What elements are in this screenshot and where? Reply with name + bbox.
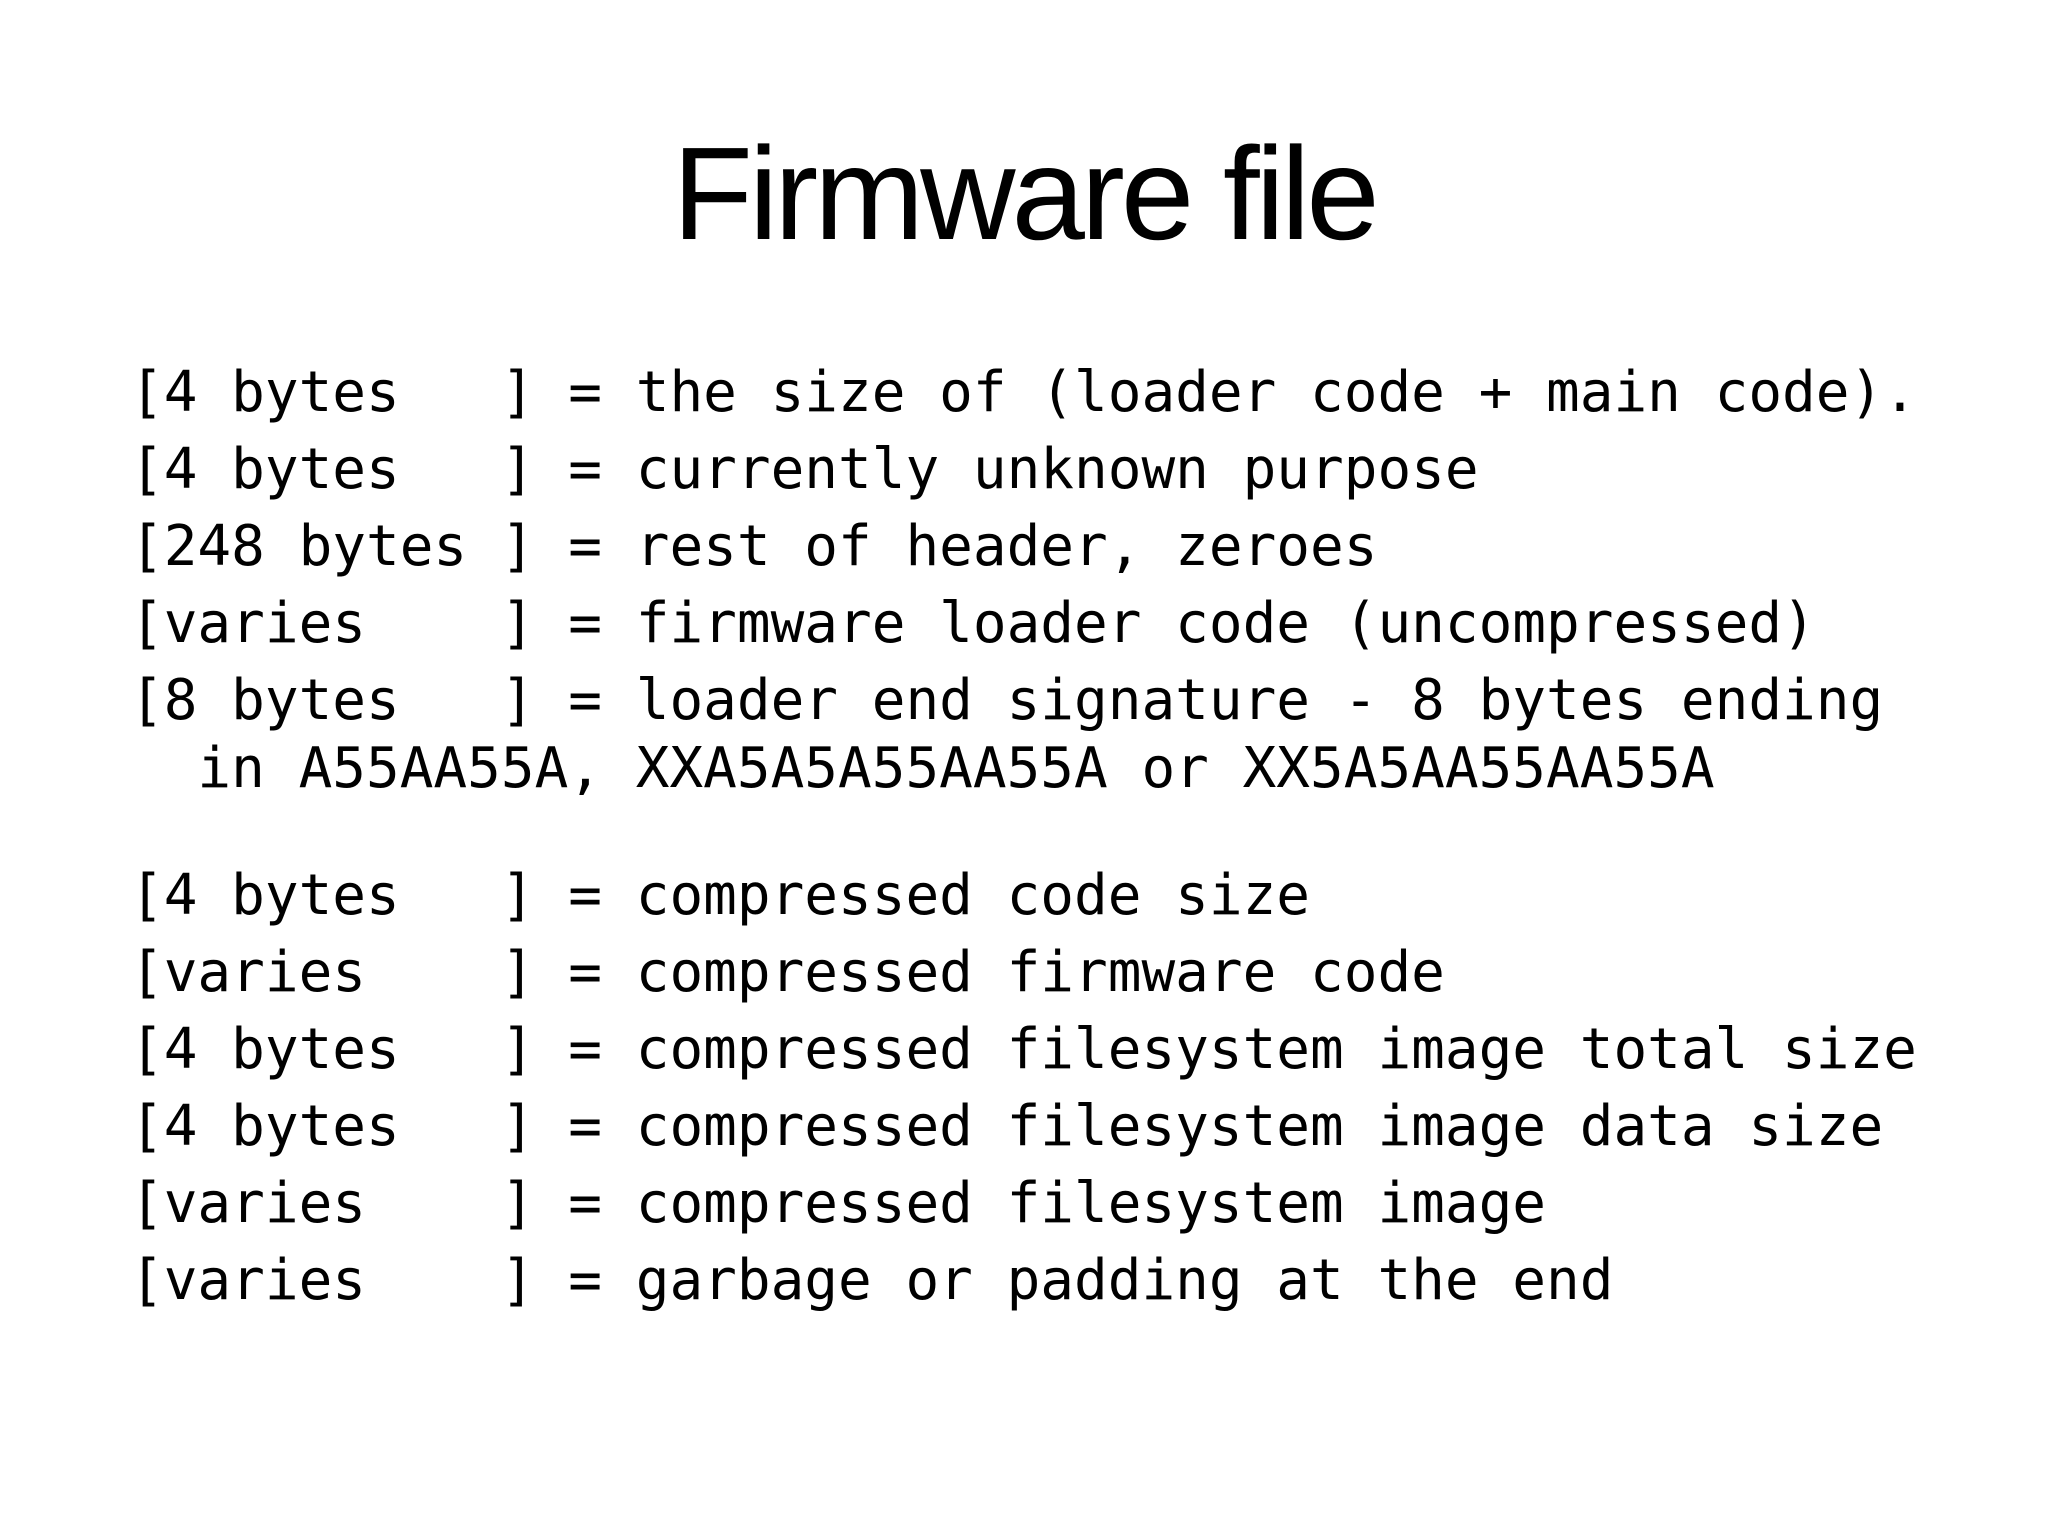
slide-title: Firmware file — [672, 120, 1379, 267]
format-line: [varies ] = firmware loader code (uncomp… — [130, 591, 1816, 656]
format-line: [4 bytes ] = compressed filesystem image… — [130, 1017, 1917, 1082]
format-line: [varies ] = compressed firmware code — [130, 940, 1445, 1005]
format-line: [4 bytes ] = compressed filesystem image… — [130, 1094, 1884, 1159]
format-line: [8 bytes ] = loader end signature - 8 by… — [130, 668, 1884, 733]
format-line: [varies ] = compressed filesystem image — [130, 1171, 1547, 1236]
format-line: in A55AA55A, XXA5A5A55AA55A or XX5A5AA55… — [130, 736, 1715, 801]
format-line: [4 bytes ] = the size of (loader code + … — [130, 360, 1917, 425]
format-line: [4 bytes ] = compressed code size — [130, 863, 1311, 928]
format-line: [varies ] = garbage or padding at the en… — [130, 1248, 1614, 1313]
format-line: [248 bytes ] = rest of header, zeroes — [130, 514, 1378, 579]
blank-line — [130, 799, 2048, 857]
firmware-format-listing: [4 bytes ] = the size of (loader code + … — [0, 354, 2048, 1319]
format-line: [4 bytes ] = currently unknown purpose — [130, 437, 1479, 502]
